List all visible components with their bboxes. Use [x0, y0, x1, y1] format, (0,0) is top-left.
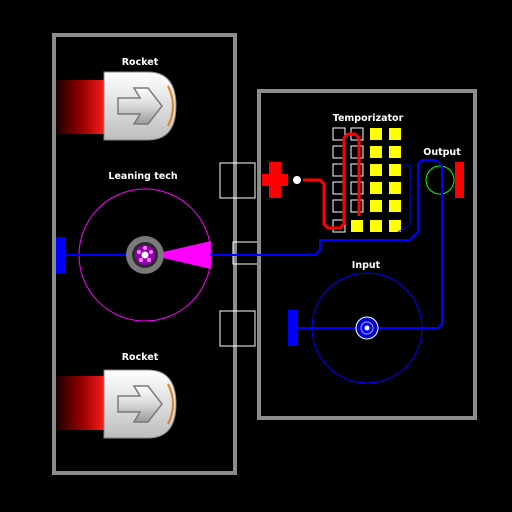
input-knob[interactable]: [355, 316, 379, 340]
top-rocket-label: Rocket: [122, 57, 159, 68]
output-ring: [425, 165, 455, 195]
arrow-right-icon: [117, 385, 163, 423]
output-label: Output: [423, 147, 461, 158]
input-handle[interactable]: [288, 310, 298, 346]
plus-connector-icon[interactable]: [262, 162, 301, 198]
input-label: Input: [352, 260, 381, 271]
connector-slot-bottom[interactable]: [219, 310, 256, 347]
leaning-tech-handle[interactable]: [56, 237, 66, 273]
connector-slot-top[interactable]: [219, 162, 256, 199]
leaning-tech-pointer: [150, 241, 211, 269]
blue-signal-wire: [210, 159, 443, 329]
leaning-tech-label: Leaning tech: [108, 171, 177, 182]
temporizator-label: Temporizator: [333, 113, 404, 124]
output-handle[interactable]: [455, 162, 464, 198]
bottom-rocket[interactable]: [56, 369, 177, 439]
top-rocket[interactable]: [56, 71, 177, 141]
gear-icon[interactable]: [126, 236, 164, 274]
red-signal-wire: [303, 132, 361, 230]
arrow-right-icon: [117, 87, 163, 125]
bottom-rocket-label: Rocket: [122, 352, 159, 363]
blue-aux-wire: [397, 164, 411, 233]
